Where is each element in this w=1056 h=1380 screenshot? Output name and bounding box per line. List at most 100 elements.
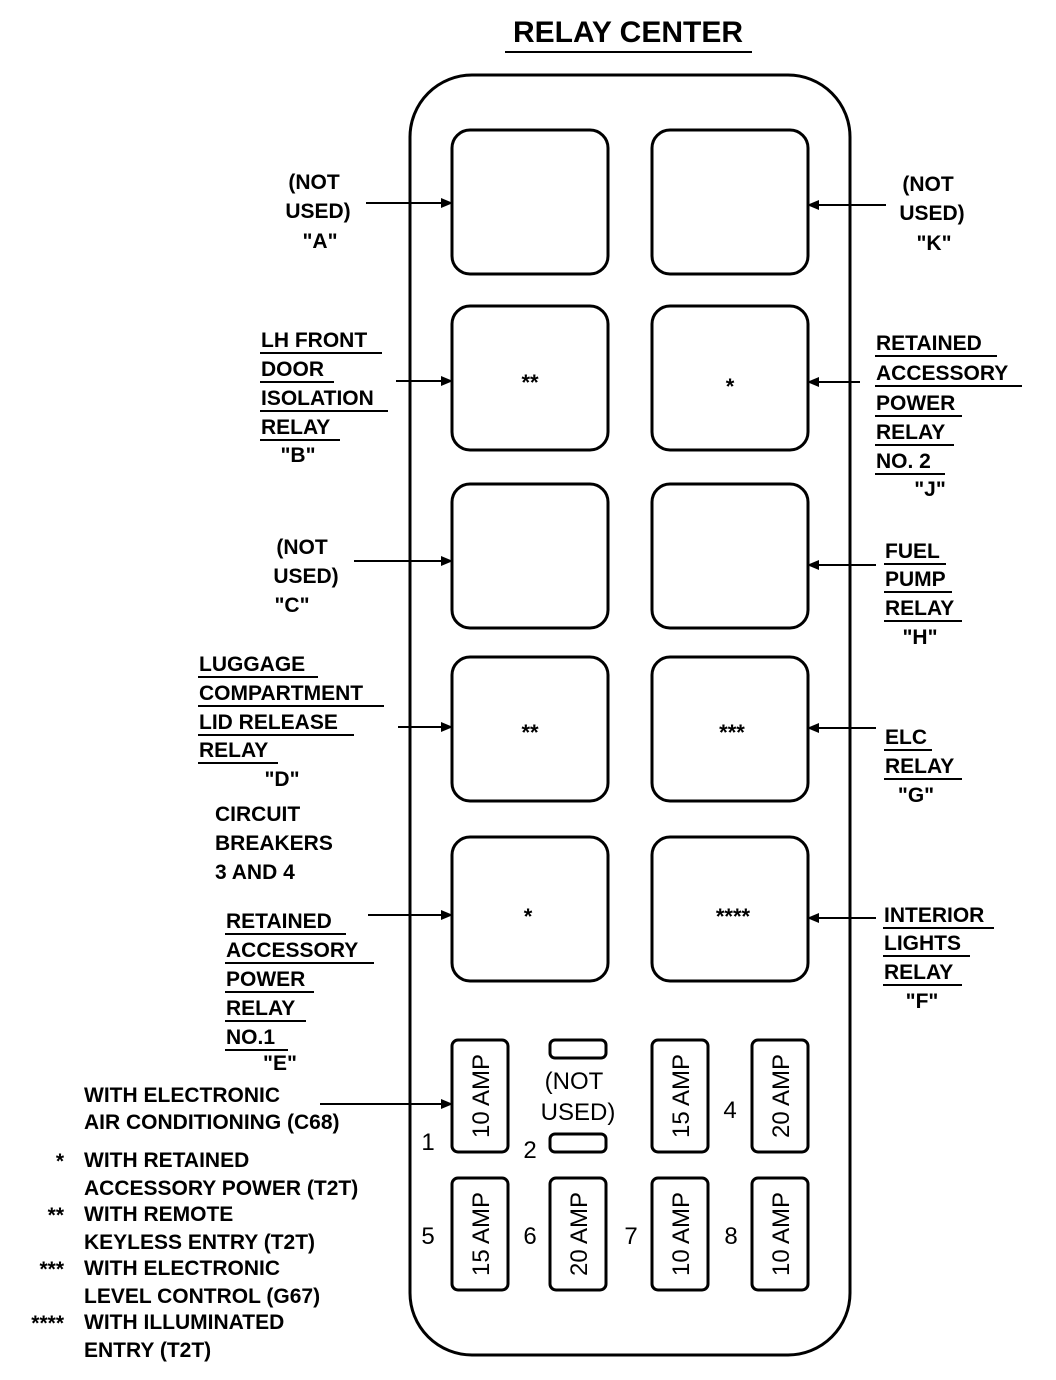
- relay-c-label-line: (NOT: [276, 536, 327, 559]
- fuse-8: [750, 1176, 810, 1292]
- relay-c-label-line: USED): [273, 565, 338, 588]
- fuse-7: [650, 1176, 710, 1292]
- fuse-1-rating: 10 AMP: [468, 1054, 495, 1138]
- relay-f-mark: ****: [716, 904, 751, 929]
- legend-text: KEYLESS ENTRY (T2T): [84, 1231, 315, 1254]
- legend-text: ENTRY (T2T): [84, 1339, 211, 1362]
- fuse-6-rating: 20 AMP: [566, 1192, 593, 1276]
- fuse-2-label-line: (NOT: [545, 1068, 604, 1095]
- relay-j-callout: RETAINED ACCESSORY POWER RELAY NO. 2 "J": [807, 332, 1022, 501]
- relay-e-label-line: RETAINED: [226, 910, 332, 933]
- relay-f-label-line: LIGHTS: [884, 932, 961, 955]
- relay-d-label-line: RELAY: [199, 739, 268, 762]
- relay-socket-k: [650, 128, 810, 276]
- relay-a-letter: "A": [302, 230, 337, 253]
- relay-b-letter: "B": [280, 444, 315, 467]
- relay-e-label-line: ACCESSORY: [226, 939, 358, 962]
- circuit-breakers-line: CIRCUIT: [215, 803, 300, 826]
- relay-e-label-line: NO.1: [226, 1026, 275, 1049]
- legend-text: LEVEL CONTROL (G67): [84, 1285, 320, 1308]
- relay-e-letter: "E": [263, 1052, 297, 1075]
- relay-h-callout: FUEL PUMP RELAY "H": [807, 540, 962, 649]
- circuit-breakers-note: CIRCUIT BREAKERS 3 AND 4: [215, 803, 333, 884]
- fuse-3: [650, 1038, 710, 1154]
- fuse-6-number: 6: [523, 1223, 536, 1250]
- relay-c-letter: "C": [274, 594, 309, 617]
- relay-socket-f: [650, 835, 810, 983]
- legend-text: WITH ILLUMINATED: [84, 1311, 284, 1334]
- relay-j-letter: "J": [914, 478, 946, 501]
- fuse-2-number: 2: [523, 1137, 536, 1164]
- relay-d-label-line: COMPARTMENT: [199, 682, 363, 705]
- fuse-8-number: 8: [724, 1223, 737, 1250]
- relay-b-label-line: DOOR: [261, 358, 324, 381]
- relay-h-letter: "H": [902, 626, 937, 649]
- relay-k-letter: "K": [916, 232, 951, 255]
- relay-h-label-line: RELAY: [885, 597, 954, 620]
- relay-e-label-line: POWER: [226, 968, 305, 991]
- relay-b-callout: LH FRONT DOOR ISOLATION RELAY "B": [260, 329, 453, 467]
- eac-note-line: WITH ELECTRONIC: [84, 1084, 280, 1107]
- fuse-2-slot-bottom: [548, 1132, 608, 1154]
- relay-j-label-line: RELAY: [876, 421, 945, 444]
- relay-j-label-line: RETAINED: [876, 332, 982, 355]
- fuse-8-rating: 10 AMP: [768, 1192, 795, 1276]
- legend-text: WITH ELECTRONIC: [84, 1257, 280, 1280]
- fuse-7-rating: 10 AMP: [668, 1192, 695, 1276]
- fuse-5: [450, 1176, 510, 1292]
- legend: * WITH RETAINED ACCESSORY POWER (T2T) **…: [31, 1149, 358, 1362]
- relay-a-label-line: USED): [285, 200, 350, 223]
- legend-text: ACCESSORY POWER (T2T): [84, 1177, 358, 1200]
- fuse-6: [548, 1176, 608, 1292]
- relay-g-letter: "G": [898, 784, 934, 807]
- relay-center-housing: [408, 73, 852, 1357]
- relay-socket-e: [450, 835, 610, 983]
- relay-j-label-line: POWER: [876, 392, 955, 415]
- relay-j-label-line: ACCESSORY: [876, 362, 1008, 385]
- legend-mark: ***: [39, 1258, 64, 1281]
- relay-a-callout: (NOT USED) "A": [285, 171, 453, 253]
- fuse-1-number: 1: [421, 1129, 434, 1156]
- relay-b-label-line: ISOLATION: [261, 387, 374, 410]
- fuse-7-number: 7: [624, 1223, 637, 1250]
- relay-socket-a: [450, 128, 610, 276]
- relay-k-label-line: (NOT: [902, 173, 953, 196]
- fuse-4: [750, 1038, 810, 1154]
- relay-e-callout: RETAINED ACCESSORY POWER RELAY NO.1 "E": [225, 910, 453, 1075]
- fuse-1: [450, 1038, 510, 1154]
- eac-note-line: AIR CONDITIONING (C68): [84, 1111, 340, 1134]
- fuse-2-label-line: USED): [541, 1099, 616, 1126]
- fuse-4-rating: 20 AMP: [768, 1054, 795, 1138]
- legend-mark: ****: [31, 1312, 65, 1335]
- relay-g-mark: ***: [719, 720, 745, 745]
- relay-b-label-line: RELAY: [261, 416, 330, 439]
- diagram-title: RELAY CENTER: [513, 16, 743, 49]
- relay-f-letter: "F": [906, 990, 939, 1013]
- relay-f-callout: INTERIOR LIGHTS RELAY "F": [807, 904, 994, 1013]
- relay-a-label-line: (NOT: [288, 171, 339, 194]
- relay-d-label-line: LUGGAGE: [199, 653, 305, 676]
- relay-f-label-line: INTERIOR: [884, 904, 984, 927]
- fuse-5-rating: 15 AMP: [468, 1192, 495, 1276]
- relay-d-callout: LUGGAGE COMPARTMENT LID RELEASE RELAY "D…: [198, 653, 453, 791]
- relay-b-label-line: LH FRONT: [261, 329, 367, 352]
- circuit-breakers-line: 3 AND 4: [215, 861, 295, 884]
- fuse-4-number: 4: [723, 1097, 736, 1124]
- fuse-3-rating: 15 AMP: [668, 1054, 695, 1138]
- relay-e-mark: *: [524, 904, 533, 929]
- eac-note: WITH ELECTRONIC AIR CONDITIONING (C68): [84, 1084, 453, 1134]
- relay-j-mark: *: [726, 374, 735, 399]
- relay-k-label-line: USED): [899, 202, 964, 225]
- relay-b-mark: **: [521, 370, 539, 395]
- relay-d-label-line: LID RELEASE: [199, 711, 338, 734]
- legend-mark: **: [48, 1204, 65, 1227]
- relay-j-label-line: NO. 2: [876, 450, 931, 473]
- relay-g-callout: ELC RELAY "G": [807, 723, 962, 807]
- relay-c-callout: (NOT USED) "C": [273, 536, 453, 617]
- relay-k-callout: (NOT USED) "K": [807, 173, 965, 255]
- relay-d-mark: **: [521, 720, 539, 745]
- legend-mark: *: [56, 1150, 65, 1173]
- relay-socket-c: [450, 482, 610, 630]
- relay-socket-h: [650, 482, 810, 630]
- legend-text: WITH REMOTE: [84, 1203, 233, 1226]
